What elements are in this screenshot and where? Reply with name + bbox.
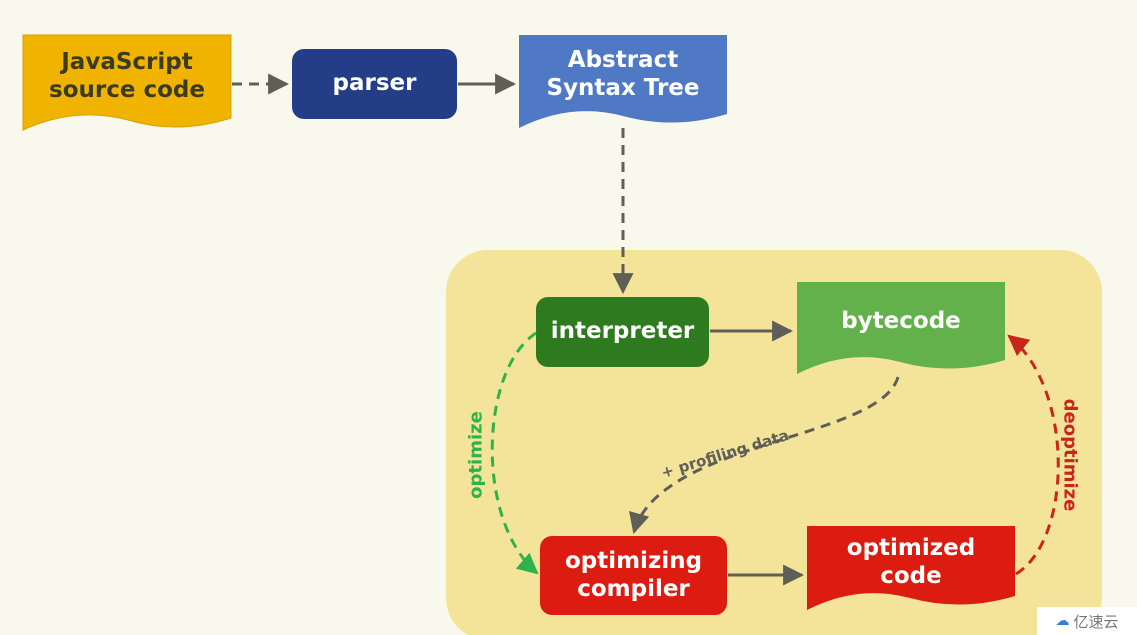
arrow-deoptimize: [1007, 334, 1060, 576]
compiler-shape: [540, 536, 727, 615]
compiler-line-1: optimizing: [564, 547, 703, 574]
optimized-code-shape: [807, 526, 1015, 610]
watermark: ☁ 亿速云: [1037, 607, 1137, 635]
ast-shape: [519, 35, 727, 128]
bytecode-text: bytecode: [841, 308, 961, 335]
compiler-label: optimizing compiler: [540, 536, 727, 615]
parser-shape: [292, 49, 457, 119]
parser-label: parser: [292, 49, 457, 119]
interpreter-text: interpreter: [550, 318, 695, 345]
interpreter-shape: [536, 297, 709, 367]
optimized-code-label: optimized code: [807, 530, 1015, 596]
bytecode-label: bytecode: [797, 290, 1005, 354]
js-source-line-1: JavaScript: [61, 49, 193, 76]
parser-text: parser: [332, 70, 417, 97]
arrow-optimize: [490, 331, 539, 575]
ast-label: Abstract Syntax Tree: [519, 40, 727, 110]
deoptimize-label: deoptimize: [1060, 399, 1081, 512]
js-source-line-2: source code: [49, 77, 205, 103]
compiler-line-2: compiler: [577, 575, 690, 602]
ast-line-1: Abstract: [567, 47, 679, 74]
arrow-profiling-data: [629, 376, 900, 535]
optimized-code-line-1: optimized: [846, 535, 976, 562]
watermark-text: 亿速云: [1073, 612, 1119, 631]
optimized-code-line-2: code: [880, 563, 942, 589]
bytecode-shape: [797, 282, 1005, 374]
js-source-shape: [22, 34, 232, 131]
js-source-label: JavaScript source code: [23, 40, 231, 114]
interpreter-label: interpreter: [536, 297, 709, 367]
cloud-logo-icon: ☁: [1055, 613, 1070, 629]
optimize-text: optimize: [465, 411, 487, 499]
ast-line-2: Syntax Tree: [546, 75, 700, 101]
optimize-label: optimize: [466, 411, 487, 499]
deoptimize-text: deoptimize: [1059, 398, 1081, 512]
